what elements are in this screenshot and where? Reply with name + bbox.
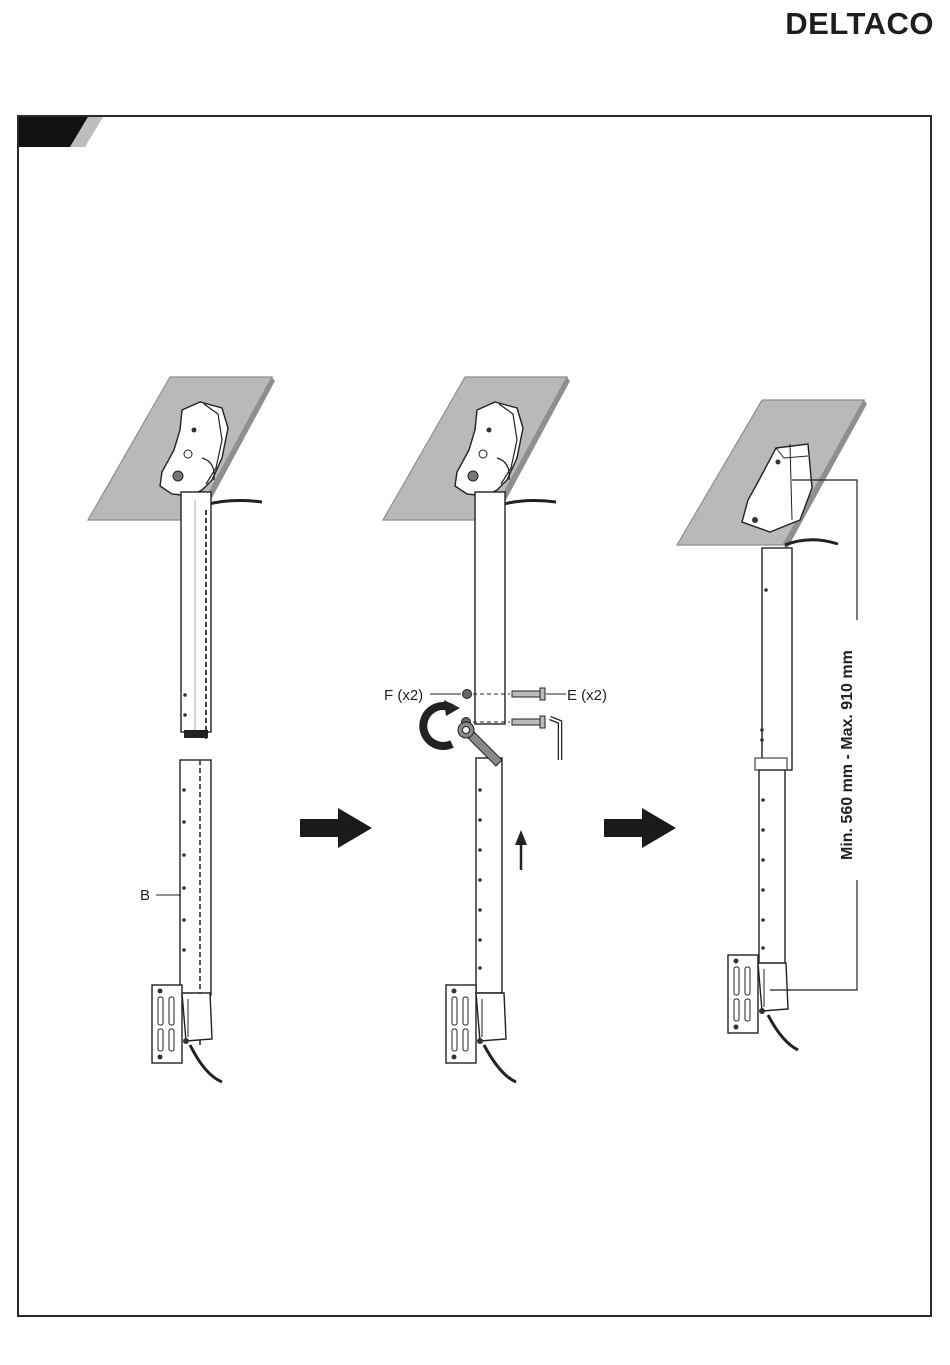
next-arrow-1 [300, 808, 372, 848]
lower-tube-b [180, 760, 211, 995]
label-b: B [140, 887, 150, 904]
label-e: E (x2) [567, 687, 607, 704]
step2-illustration: F (x2) E (x2) [383, 377, 607, 1082]
next-arrow-2 [604, 808, 676, 848]
step-tab [19, 117, 103, 147]
dimension-label: Min. 560 mm - Max. 910 mm [839, 650, 856, 860]
upper-tube [475, 492, 505, 724]
upper-tube [762, 548, 792, 770]
step1-illustration: B [88, 377, 275, 1082]
step3-illustration: Min. 560 mm - Max. 910 mm [677, 400, 867, 1050]
lower-tube [476, 758, 502, 993]
label-f: F (x2) [384, 687, 423, 704]
